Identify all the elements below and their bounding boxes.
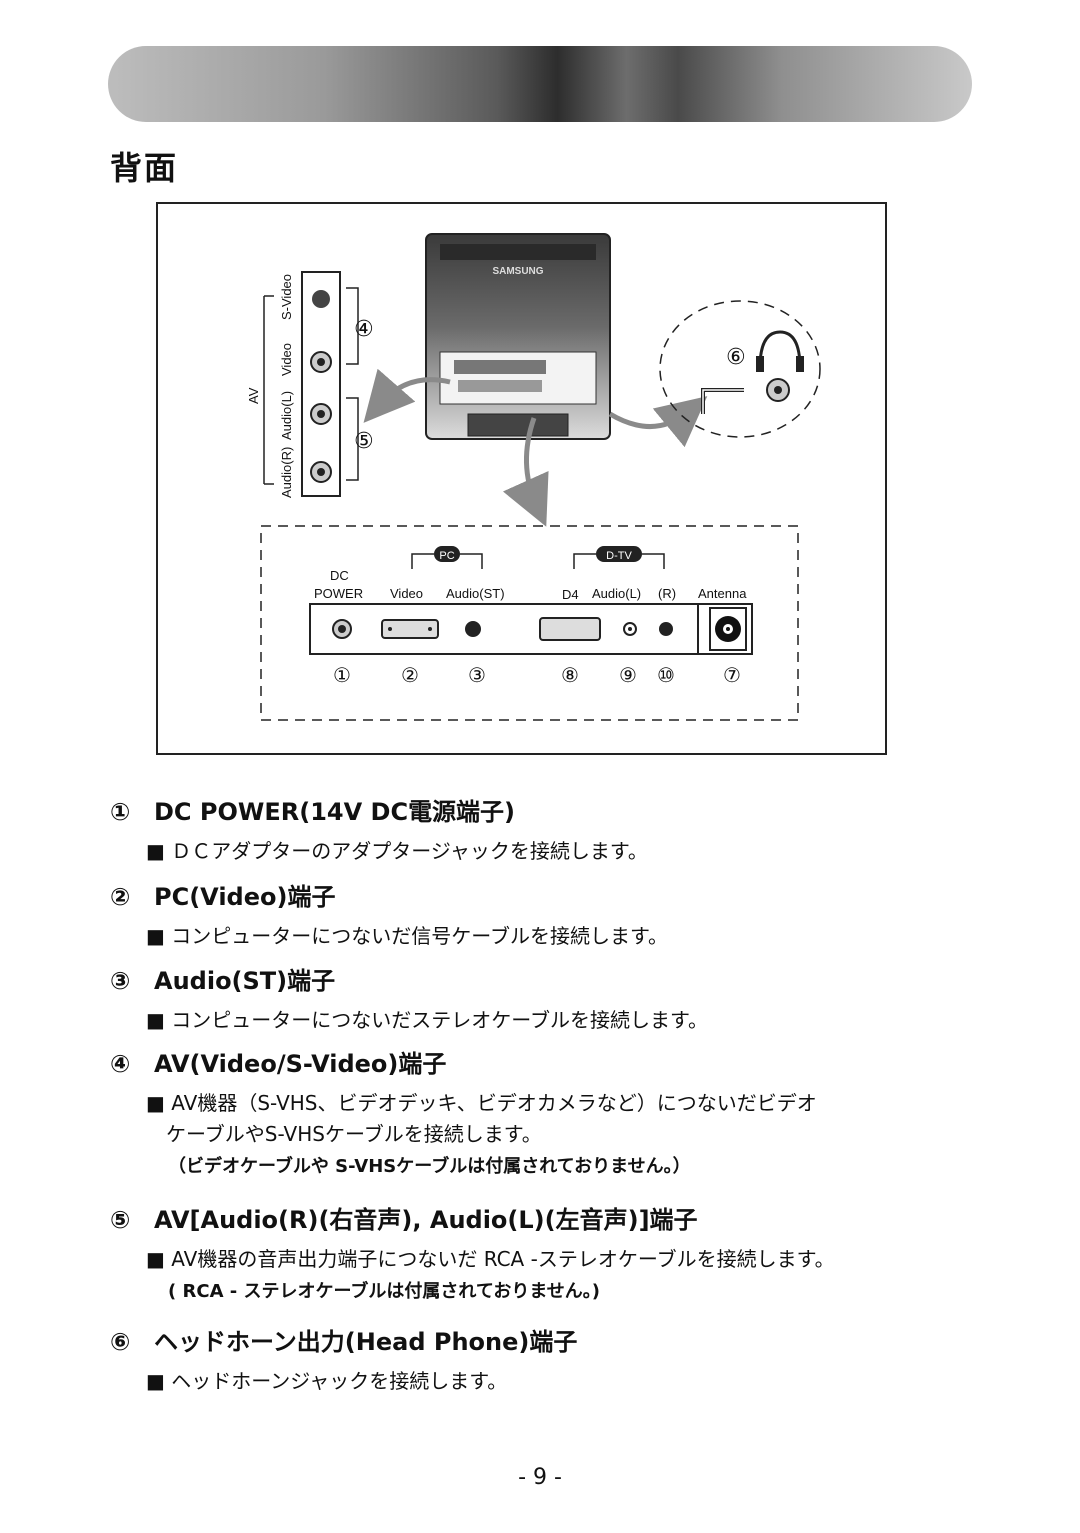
r-label: (R) xyxy=(658,586,676,601)
dtv-badge: D-TV xyxy=(606,550,632,562)
av-group-label: AV xyxy=(246,387,261,404)
power-label: POWER xyxy=(314,586,363,601)
section-body: ケーブルやS-VHSケーブルを接続します。 xyxy=(146,1122,542,1146)
audio-r-port[interactable] xyxy=(659,622,673,636)
s-video-jack[interactable] xyxy=(312,290,330,308)
port-number: ② xyxy=(401,663,419,687)
section-body: ■ AV機器（S-VHS、ビデオデッキ、ビデオカメラなど）につないだビデオ xyxy=(146,1091,817,1115)
bottom-terminal-labels: PC D-TV DC POWER Video Audio(ST) D4 Audi… xyxy=(314,546,747,602)
connector-strip xyxy=(309,603,753,655)
section-note: （ビデオケーブルや S-VHSケーブルは付属されておりません。） xyxy=(168,1156,691,1177)
port-number: ⑨ xyxy=(619,663,637,687)
pc-badge: PC xyxy=(439,550,454,562)
dc-label: DC xyxy=(330,568,349,583)
side-av-panel: S-Video Video Audio(L) Audio(R) AV ④ ⑤ xyxy=(246,271,374,498)
port-number: ⑦ xyxy=(723,663,741,687)
page-title: 背面 xyxy=(110,149,179,187)
audio-st-label: Audio(ST) xyxy=(446,586,505,601)
section-body: ■ ＤＣアダプターのアダプタージャックを接続します。 xyxy=(146,839,648,863)
headphone-detail: ⑥ xyxy=(659,300,821,438)
side-label-video: Video xyxy=(279,343,294,376)
port-number: ⑩ xyxy=(657,663,675,687)
section-body: ■ AV機器の音声出力端子につないだ RCA -ステレオケーブルを接続します。 xyxy=(146,1247,835,1271)
section-note: ( RCA - ステレオケーブルは付属されておりません。) xyxy=(168,1281,601,1302)
port-number: ① xyxy=(333,663,351,687)
side-label-audio-r: Audio(R) xyxy=(279,447,294,498)
monitor-rear-illustration: SAMSUNG xyxy=(425,233,611,440)
callout-6: ⑥ xyxy=(726,345,746,370)
callout-4: ④ xyxy=(354,317,374,342)
headphone-icon xyxy=(758,330,802,369)
port-number: ⑧ xyxy=(561,663,579,687)
video-label: Video xyxy=(390,586,423,601)
port-number: ③ xyxy=(468,663,486,687)
header-bar xyxy=(108,46,972,122)
audio-st-port[interactable] xyxy=(465,621,481,637)
pc-video-port[interactable] xyxy=(381,619,439,639)
samsung-label: SAMSUNG xyxy=(492,266,543,277)
page-number: - 9 - xyxy=(518,1465,562,1490)
section-body: ■ ヘッドホーンジャックを接続します。 xyxy=(146,1369,508,1393)
d4-port[interactable] xyxy=(539,617,601,641)
rear-panel-figure: SAMSUNG S-Video Video Audio(L) Audio(R) … xyxy=(156,202,887,755)
antenna-label: Antenna xyxy=(698,586,747,601)
d4-label: D4 xyxy=(562,587,579,602)
section-body: ■ コンピューターにつないだステレオケーブルを接続します。 xyxy=(146,1008,709,1032)
port-number-labels: ① ② ③ ⑧ ⑨ ⑩ ⑦ xyxy=(333,663,741,687)
section-body: ■ コンピューターにつないだ信号ケーブルを接続します。 xyxy=(146,924,669,948)
side-label-s-video: S-Video xyxy=(279,274,294,320)
audio-l-label: Audio(L) xyxy=(592,586,641,601)
callout-5: ⑤ xyxy=(354,429,374,454)
side-label-audio-l: Audio(L) xyxy=(279,391,294,440)
